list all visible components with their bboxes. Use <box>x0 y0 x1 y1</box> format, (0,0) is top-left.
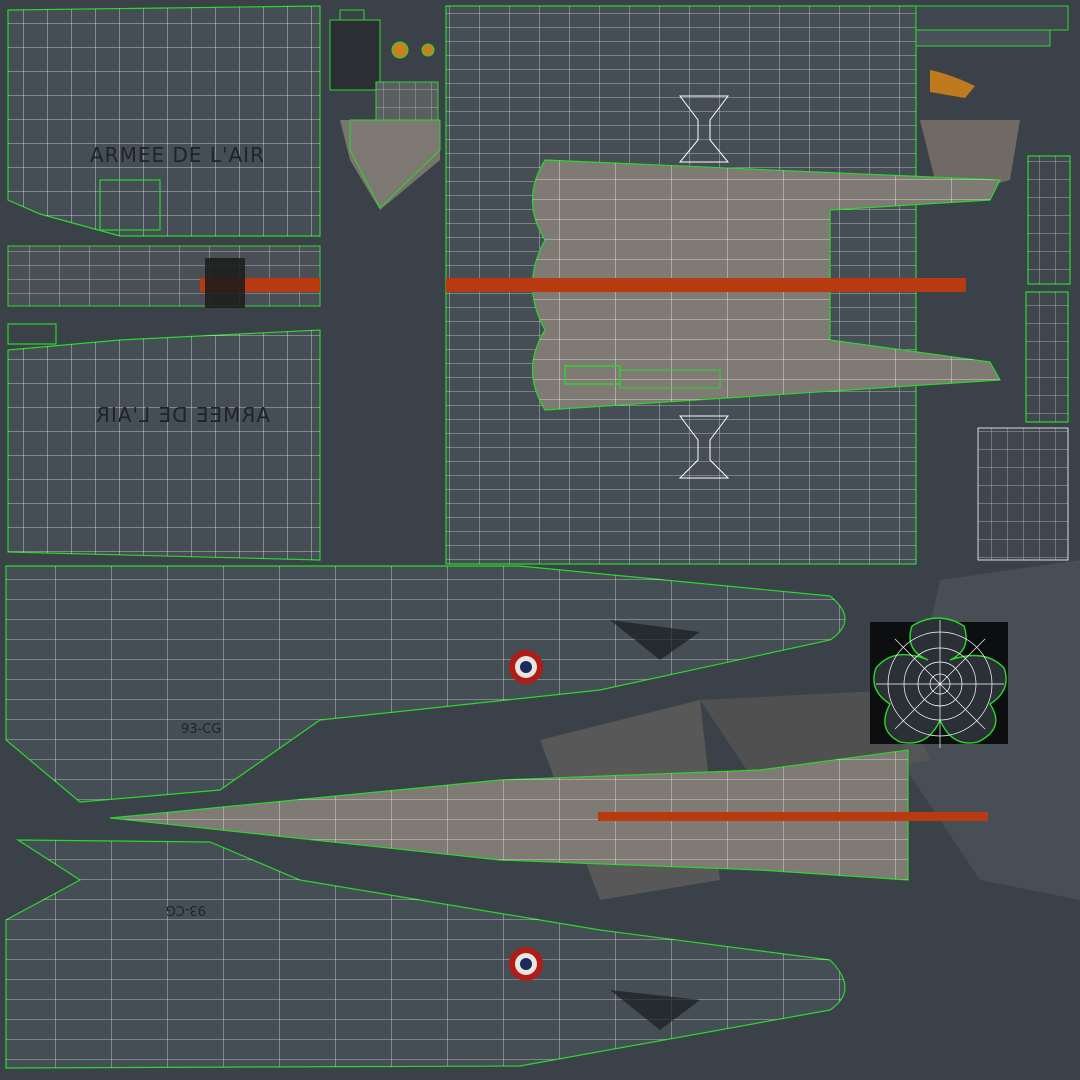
uv-island-right-strips <box>915 5 1071 561</box>
uv-island-small-parts <box>329 9 441 209</box>
uv-island-fuselage-strip-left <box>7 245 321 345</box>
radial-uv-island-icon <box>870 617 1008 748</box>
uv-island-wing-top-center <box>445 5 1001 565</box>
french-roundel-icon <box>509 947 543 981</box>
uv-island-fuselage-center-long <box>109 749 988 881</box>
red-stripe-center <box>446 278 966 292</box>
wing-lower-code-mirrored: 93-CG <box>166 902 206 917</box>
french-roundel-icon <box>509 650 543 684</box>
uv-island-fuselage-left-lower: ARMEE DE L'AIR <box>7 329 321 561</box>
wing-upper-code: 93-CG <box>181 722 221 737</box>
fuselage-bottom-text-mirrored: ARMEE DE L'AIR <box>95 403 270 427</box>
uv-island-fuselage-left-upper: ARMEE DE L'AIR <box>7 5 321 237</box>
fuselage-top-text: ARMEE DE L'AIR <box>90 143 265 167</box>
red-stripe-lower <box>598 812 988 821</box>
uv-island-wing-upper: 93-CG <box>5 565 846 803</box>
uv-island-wing-lower: 93-CG <box>5 839 846 1069</box>
